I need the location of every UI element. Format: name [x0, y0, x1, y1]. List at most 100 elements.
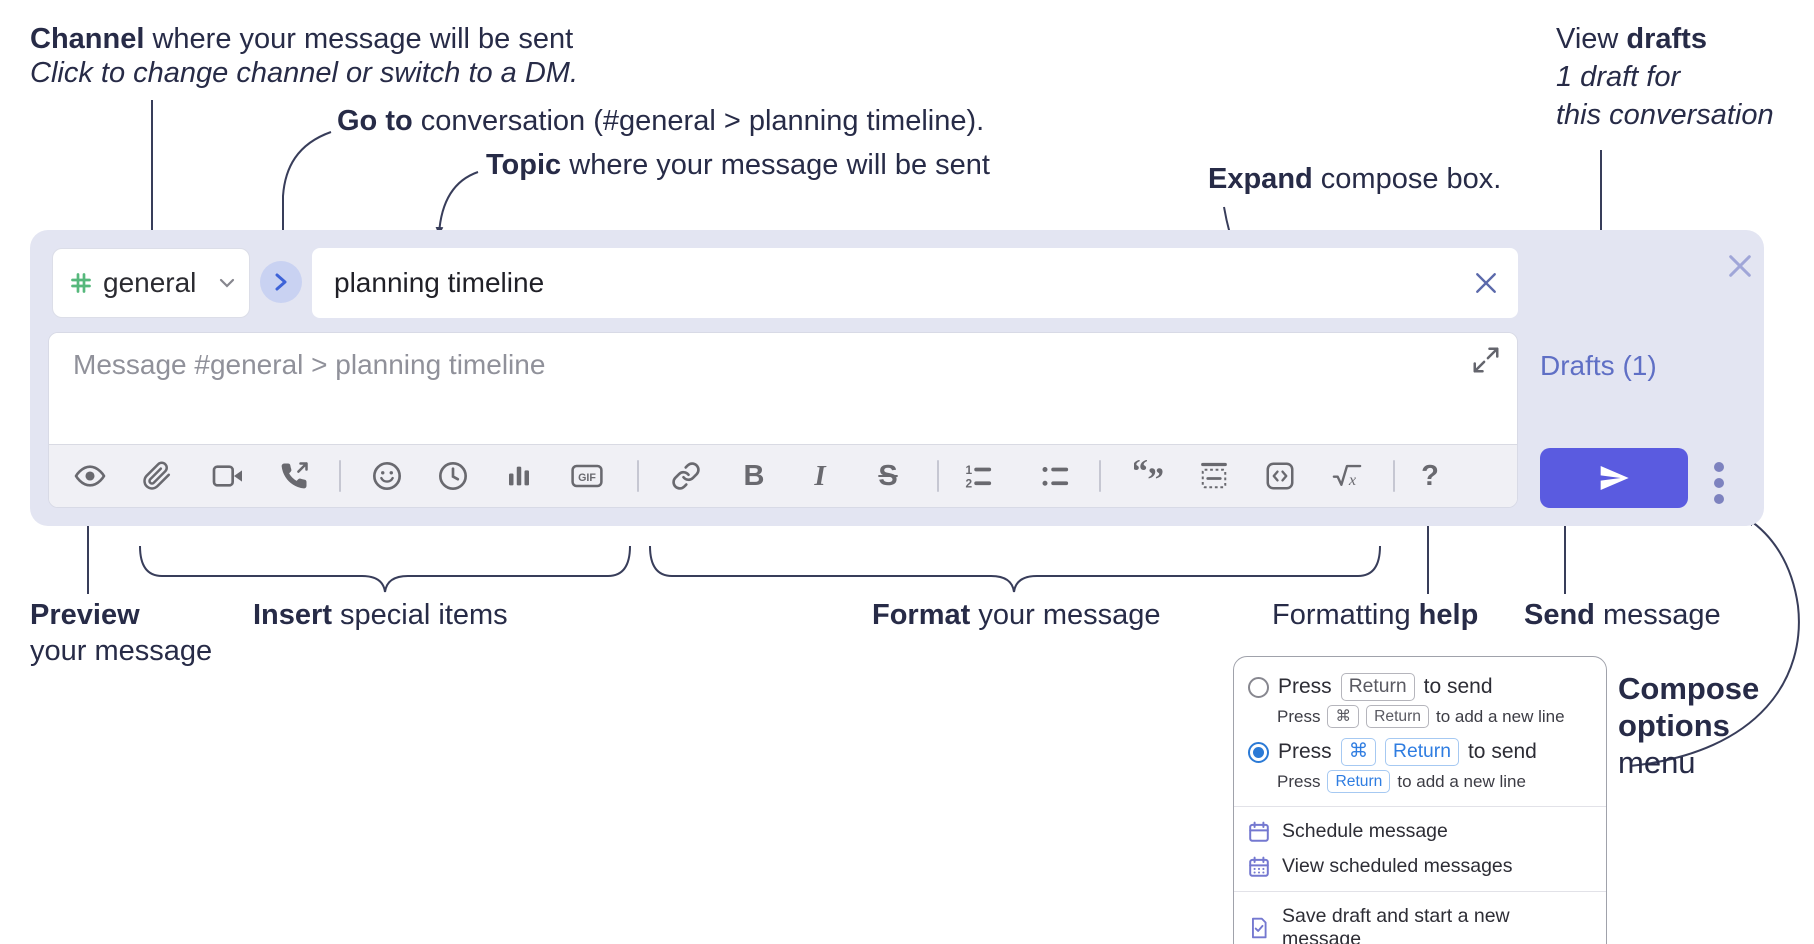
bold-button[interactable]: B — [743, 460, 765, 492]
add-global-time-button[interactable] — [436, 459, 470, 493]
compose-toolbar: GIF B I S — [49, 444, 1517, 507]
option-return-subtext: Press ⌘ Return to add a new line — [1234, 703, 1606, 734]
message-compose-area: Message #general > planning timeline — [48, 332, 1518, 508]
close-icon — [1729, 255, 1751, 277]
formatting-help-button[interactable]: ? — [1421, 460, 1439, 492]
toolbar-divider — [937, 460, 939, 492]
add-gif-button[interactable]: GIF — [570, 459, 604, 493]
svg-text:GIF: GIF — [578, 472, 596, 484]
toolbar-divider — [339, 460, 341, 492]
menu-item-schedule-message[interactable]: Schedule message — [1234, 814, 1606, 849]
annotation-format: Format your message — [872, 599, 1161, 631]
brace-insert — [139, 545, 631, 593]
numbered-list-icon: 1 2 — [966, 463, 992, 491]
add-video-call-button[interactable] — [211, 459, 245, 493]
key-return: Return — [1340, 673, 1415, 702]
chevron-down-icon — [219, 278, 235, 288]
key-return: Return — [1385, 738, 1459, 767]
svg-text:2: 2 — [966, 477, 973, 491]
toolbar-divider — [637, 460, 639, 492]
expand-compose-button[interactable] — [1471, 345, 1501, 375]
annotation-insert: Insert special items — [253, 599, 508, 631]
channel-name: general — [103, 267, 197, 298]
compose-options-menu-button[interactable] — [1708, 456, 1730, 510]
topic-value: planning timeline — [334, 267, 545, 298]
go-to-conversation-button[interactable] — [260, 261, 302, 303]
topic-input[interactable]: planning timeline — [312, 248, 1518, 318]
phone-outgoing-icon — [281, 462, 308, 489]
save-draft-icon — [1252, 918, 1267, 939]
numbered-list-button[interactable]: 1 2 — [961, 459, 995, 493]
radio-unselected-icon[interactable] — [1248, 676, 1269, 698]
calendar-grid-icon — [1249, 856, 1269, 877]
code-button[interactable] — [1263, 459, 1297, 493]
annotation-channel-subtext: Click to change channel or switch to a D… — [30, 57, 579, 89]
bar-chart-icon — [509, 466, 529, 486]
option-press-return-to-send[interactable]: Press Return to send — [1234, 669, 1606, 703]
option-cmd-return-subtext: Press Return to add a new line — [1234, 768, 1606, 799]
bulleted-list-button[interactable] — [1038, 459, 1072, 493]
strikethrough-button[interactable]: S — [878, 460, 898, 492]
paperclip-icon — [143, 461, 171, 490]
annotation-drafts-line2: 1 draft for — [1556, 61, 1681, 93]
annotation-compose-options-line3: menu — [1618, 745, 1696, 780]
preview-message-button[interactable] — [73, 459, 107, 493]
annotation-preview-line2: your message — [30, 635, 213, 667]
calendar-icon — [1249, 821, 1269, 842]
annotation-preview: Preview — [30, 599, 140, 631]
key-cmd: ⌘ — [1340, 738, 1376, 767]
clock-icon — [439, 462, 467, 490]
send-button[interactable] — [1540, 448, 1688, 508]
brace-format — [649, 545, 1381, 593]
key-cmd: ⌘ — [1327, 705, 1360, 729]
italic-button[interactable]: I — [814, 460, 826, 492]
drafts-link[interactable]: Drafts (1) — [1540, 350, 1657, 381]
arrow-topic — [435, 171, 479, 235]
code-icon — [1266, 462, 1294, 490]
svg-text:“: “ — [1134, 460, 1148, 491]
chevron-right-icon — [275, 273, 287, 291]
toolbar-divider — [1099, 460, 1101, 492]
math-button[interactable]: x — [1330, 459, 1364, 493]
toolbar-divider — [1393, 460, 1395, 492]
expand-diagonal-icon — [1473, 347, 1499, 373]
menu-divider — [1234, 806, 1606, 808]
bulleted-list-icon — [1042, 467, 1069, 486]
add-voice-call-button[interactable] — [277, 459, 311, 493]
video-camera-icon — [212, 465, 242, 487]
svg-text:1: 1 — [966, 463, 973, 477]
hash-icon — [71, 273, 91, 293]
close-icon — [1476, 273, 1496, 293]
spoiler-button[interactable] — [1197, 459, 1231, 493]
quote-icon: “ ” — [1134, 460, 1164, 492]
annotation-compose-options-line2: options — [1618, 708, 1730, 743]
arrow-go-to — [279, 131, 332, 245]
spoiler-icon — [1201, 462, 1227, 489]
eye-icon — [74, 465, 106, 487]
annotation-channel: Channel where your message will be sent — [30, 23, 574, 55]
close-compose-button[interactable] — [1724, 250, 1756, 282]
compose-options-popup: Press Return to send Press ⌘ Return to a… — [1233, 656, 1607, 944]
emoji-button[interactable] — [370, 459, 404, 493]
annotation-formatting-help: Formatting help — [1272, 599, 1479, 631]
menu-item-view-scheduled-messages[interactable]: View scheduled messages — [1234, 849, 1606, 884]
insert-link-button[interactable] — [669, 459, 703, 493]
smiley-icon — [373, 462, 401, 490]
annotation-view-drafts: View drafts — [1556, 23, 1707, 55]
kebab-dot — [1714, 478, 1724, 488]
menu-item-save-draft-new-message[interactable]: Save draft and start a new message — [1234, 899, 1606, 944]
annotation-topic: Topic where your message will be sent — [486, 149, 990, 181]
option-press-cmd-return-to-send[interactable]: Press ⌘ Return to send — [1234, 734, 1606, 768]
annotation-send: Send message — [1524, 599, 1721, 631]
clear-topic-button[interactable] — [1472, 269, 1500, 297]
attach-file-button[interactable] — [140, 459, 174, 493]
quote-button[interactable]: “ ” — [1133, 459, 1167, 493]
channel-selector[interactable]: general — [52, 248, 250, 318]
add-poll-button[interactable] — [502, 459, 536, 493]
message-input[interactable]: Message #general > planning timeline — [49, 333, 1517, 444]
gif-icon: GIF — [571, 464, 603, 488]
radio-selected-icon[interactable] — [1248, 741, 1269, 763]
annotation-expand: Expand compose box. — [1208, 163, 1502, 195]
kebab-dot — [1714, 462, 1724, 472]
